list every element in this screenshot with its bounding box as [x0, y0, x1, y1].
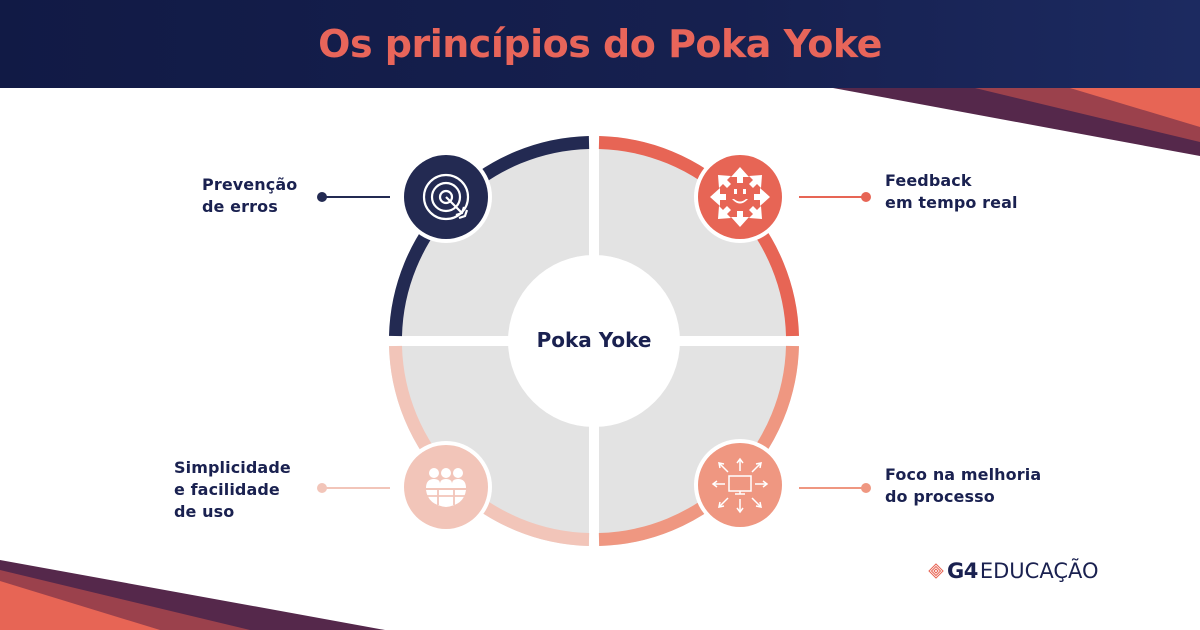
- logo-educacao: EDUCAÇÃO: [979, 559, 1099, 583]
- label-line: Foco na melhoria: [885, 465, 1042, 484]
- label-line: Simplicidade: [174, 458, 291, 477]
- header-banner: [0, 0, 1200, 88]
- g4-educacao-logo: G4 EDUCAÇÃO: [928, 556, 1099, 586]
- label-line: Prevenção: [202, 175, 298, 194]
- people-globe-icon: [400, 441, 492, 533]
- label-line: de uso: [174, 502, 235, 521]
- label-prevencao: Prevenção de erros: [202, 174, 297, 218]
- page-title: Os princípios do Poka Yoke: [318, 22, 882, 66]
- center-circle: [508, 255, 680, 427]
- label-foco: Foco na melhoria do processo: [885, 464, 1041, 508]
- connector-bottom-right: [799, 483, 871, 493]
- connector-top-left: [317, 192, 390, 202]
- connector-top-right: [799, 192, 871, 202]
- label-line: em tempo real: [885, 193, 1018, 212]
- smiley-arrows-icon: [694, 151, 786, 243]
- label-line: Feedback: [885, 171, 972, 190]
- label-line: do processo: [885, 487, 995, 506]
- label-feedback: Feedback em tempo real: [885, 170, 1018, 214]
- label-line: e facilidade: [174, 480, 280, 499]
- label-simplicidade: Simplicidade e facilidade de uso: [174, 457, 291, 523]
- label-line: de erros: [202, 197, 278, 216]
- target-arrow-icon: [400, 151, 492, 243]
- logo-g4: G4: [947, 559, 978, 583]
- center-label: Poka Yoke: [536, 328, 652, 352]
- connector-bottom-left: [317, 483, 390, 493]
- diamond-logo-icon: [928, 563, 944, 579]
- monitor-arrows-icon: [694, 439, 786, 531]
